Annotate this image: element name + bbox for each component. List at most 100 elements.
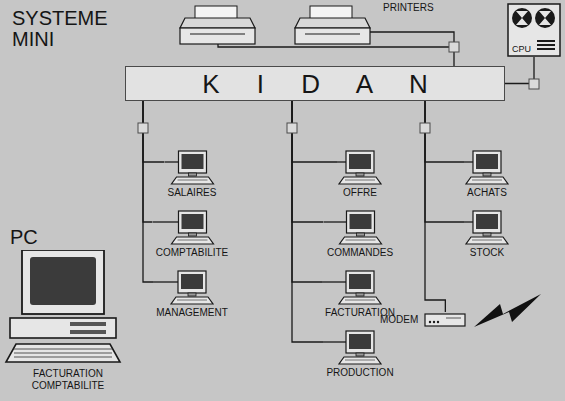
lightning-symbol [474,294,541,327]
modem-light [433,321,435,323]
keyboard [339,177,381,184]
printer-wire [218,44,449,47]
terminal-wire [324,221,347,222]
terminal-wire [153,221,179,222]
printer-group: PRINTERS [178,2,468,52]
printer-slot [305,34,360,35]
keyboard [466,177,508,184]
keyboard [466,237,508,244]
pc-heading: PC [4,226,132,248]
modem-icon [424,312,466,328]
terminal-label: FACTURATION [322,307,398,319]
monitor-screen [181,214,203,229]
monitor-housing [346,151,374,173]
keyboard-keys [472,180,502,181]
monitor-screen [476,214,498,229]
pc-key-row [14,349,112,350]
modem-case [425,314,465,326]
keyboard-keys [177,300,207,301]
monitor-stand [356,353,364,356]
printer-slot [190,34,245,35]
network-bus: K I D A N [125,66,505,101]
terminal-wire [323,341,346,342]
monitor-housing [178,271,206,293]
terminal-icon [324,210,397,246]
junction-box [529,79,539,89]
junction-box [287,123,297,133]
terminal-wire [464,161,473,162]
disk-drive [512,8,532,28]
keyboard [171,297,213,304]
printer-front [295,28,370,44]
terminal-label: PRODUCTION [323,367,397,379]
terminal: MANAGEMENT [153,270,231,319]
junction-box [420,123,430,133]
terminal-label: MANAGEMENT [153,307,231,319]
monitor [171,271,213,304]
disk-reel [516,11,528,25]
terminal-icon [464,150,510,186]
network-name: K I D A N [187,69,443,99]
junction-box [449,42,459,52]
monitor-housing [473,151,501,173]
keyboard [339,297,381,304]
monitor [171,151,213,184]
monitor-housing [346,271,374,293]
cpu-cabinet [508,4,560,56]
terminal-icon [464,210,510,246]
modem-light [429,321,431,323]
terminal-label: COMPTABILITE [153,247,232,259]
network-cable [292,101,323,342]
pc-drive-slot [70,322,106,326]
terminal-label: SALAIRES [165,187,220,199]
monitor-housing [178,211,206,233]
pc-label: FACTURATION COMPTABILITE [23,368,113,392]
terminal-label: STOCK [464,247,510,259]
network-cable [143,101,153,222]
modem-slot [446,318,461,319]
printer-paper [310,6,352,19]
keyboard [171,177,213,184]
keyboard-keys [345,180,375,181]
terminal: PRODUCTION [323,330,397,379]
keyboard-keys [472,240,502,241]
terminal: ACHATS [464,150,510,199]
monitor-stand [188,293,196,296]
terminal-label: COMMANDES [324,247,397,259]
monitor [339,211,381,244]
terminal-wire [165,161,179,162]
printer-paper [195,6,237,19]
vent-line [537,44,555,46]
monitor-housing [178,151,206,173]
pc-workstation: PC FACTURATION COMPTABILITE [4,226,132,392]
monitor-stand [356,233,364,236]
terminal-wire [464,221,473,222]
monitor-housing [346,331,374,353]
keyboard-keys [177,180,207,181]
junction-box [138,123,148,133]
terminal-label: OFFRE [337,187,383,199]
printer [180,6,255,44]
terminal-wire [337,161,346,162]
network-cable [292,101,337,162]
terminal-icon [153,210,232,246]
disk-drive [535,8,555,28]
terminal: COMPTABILITE [153,210,232,259]
monitor-housing [473,211,501,233]
terminal-icon [323,330,397,366]
printer-top [180,18,255,28]
diagram-title: SYSTEME MINI [12,8,112,50]
monitor [466,211,508,244]
keyboard [171,237,213,244]
printer-label: PRINTERS [383,2,468,14]
keyboard [339,237,381,244]
vent-line [537,48,555,50]
terminal: FACTURATION [322,270,398,319]
terminal-wire [322,281,346,282]
monitor [466,151,508,184]
modem-light [437,321,439,323]
terminal-icon [337,150,383,186]
terminal-label: ACHATS [464,187,510,199]
printer-wire [370,32,454,42]
